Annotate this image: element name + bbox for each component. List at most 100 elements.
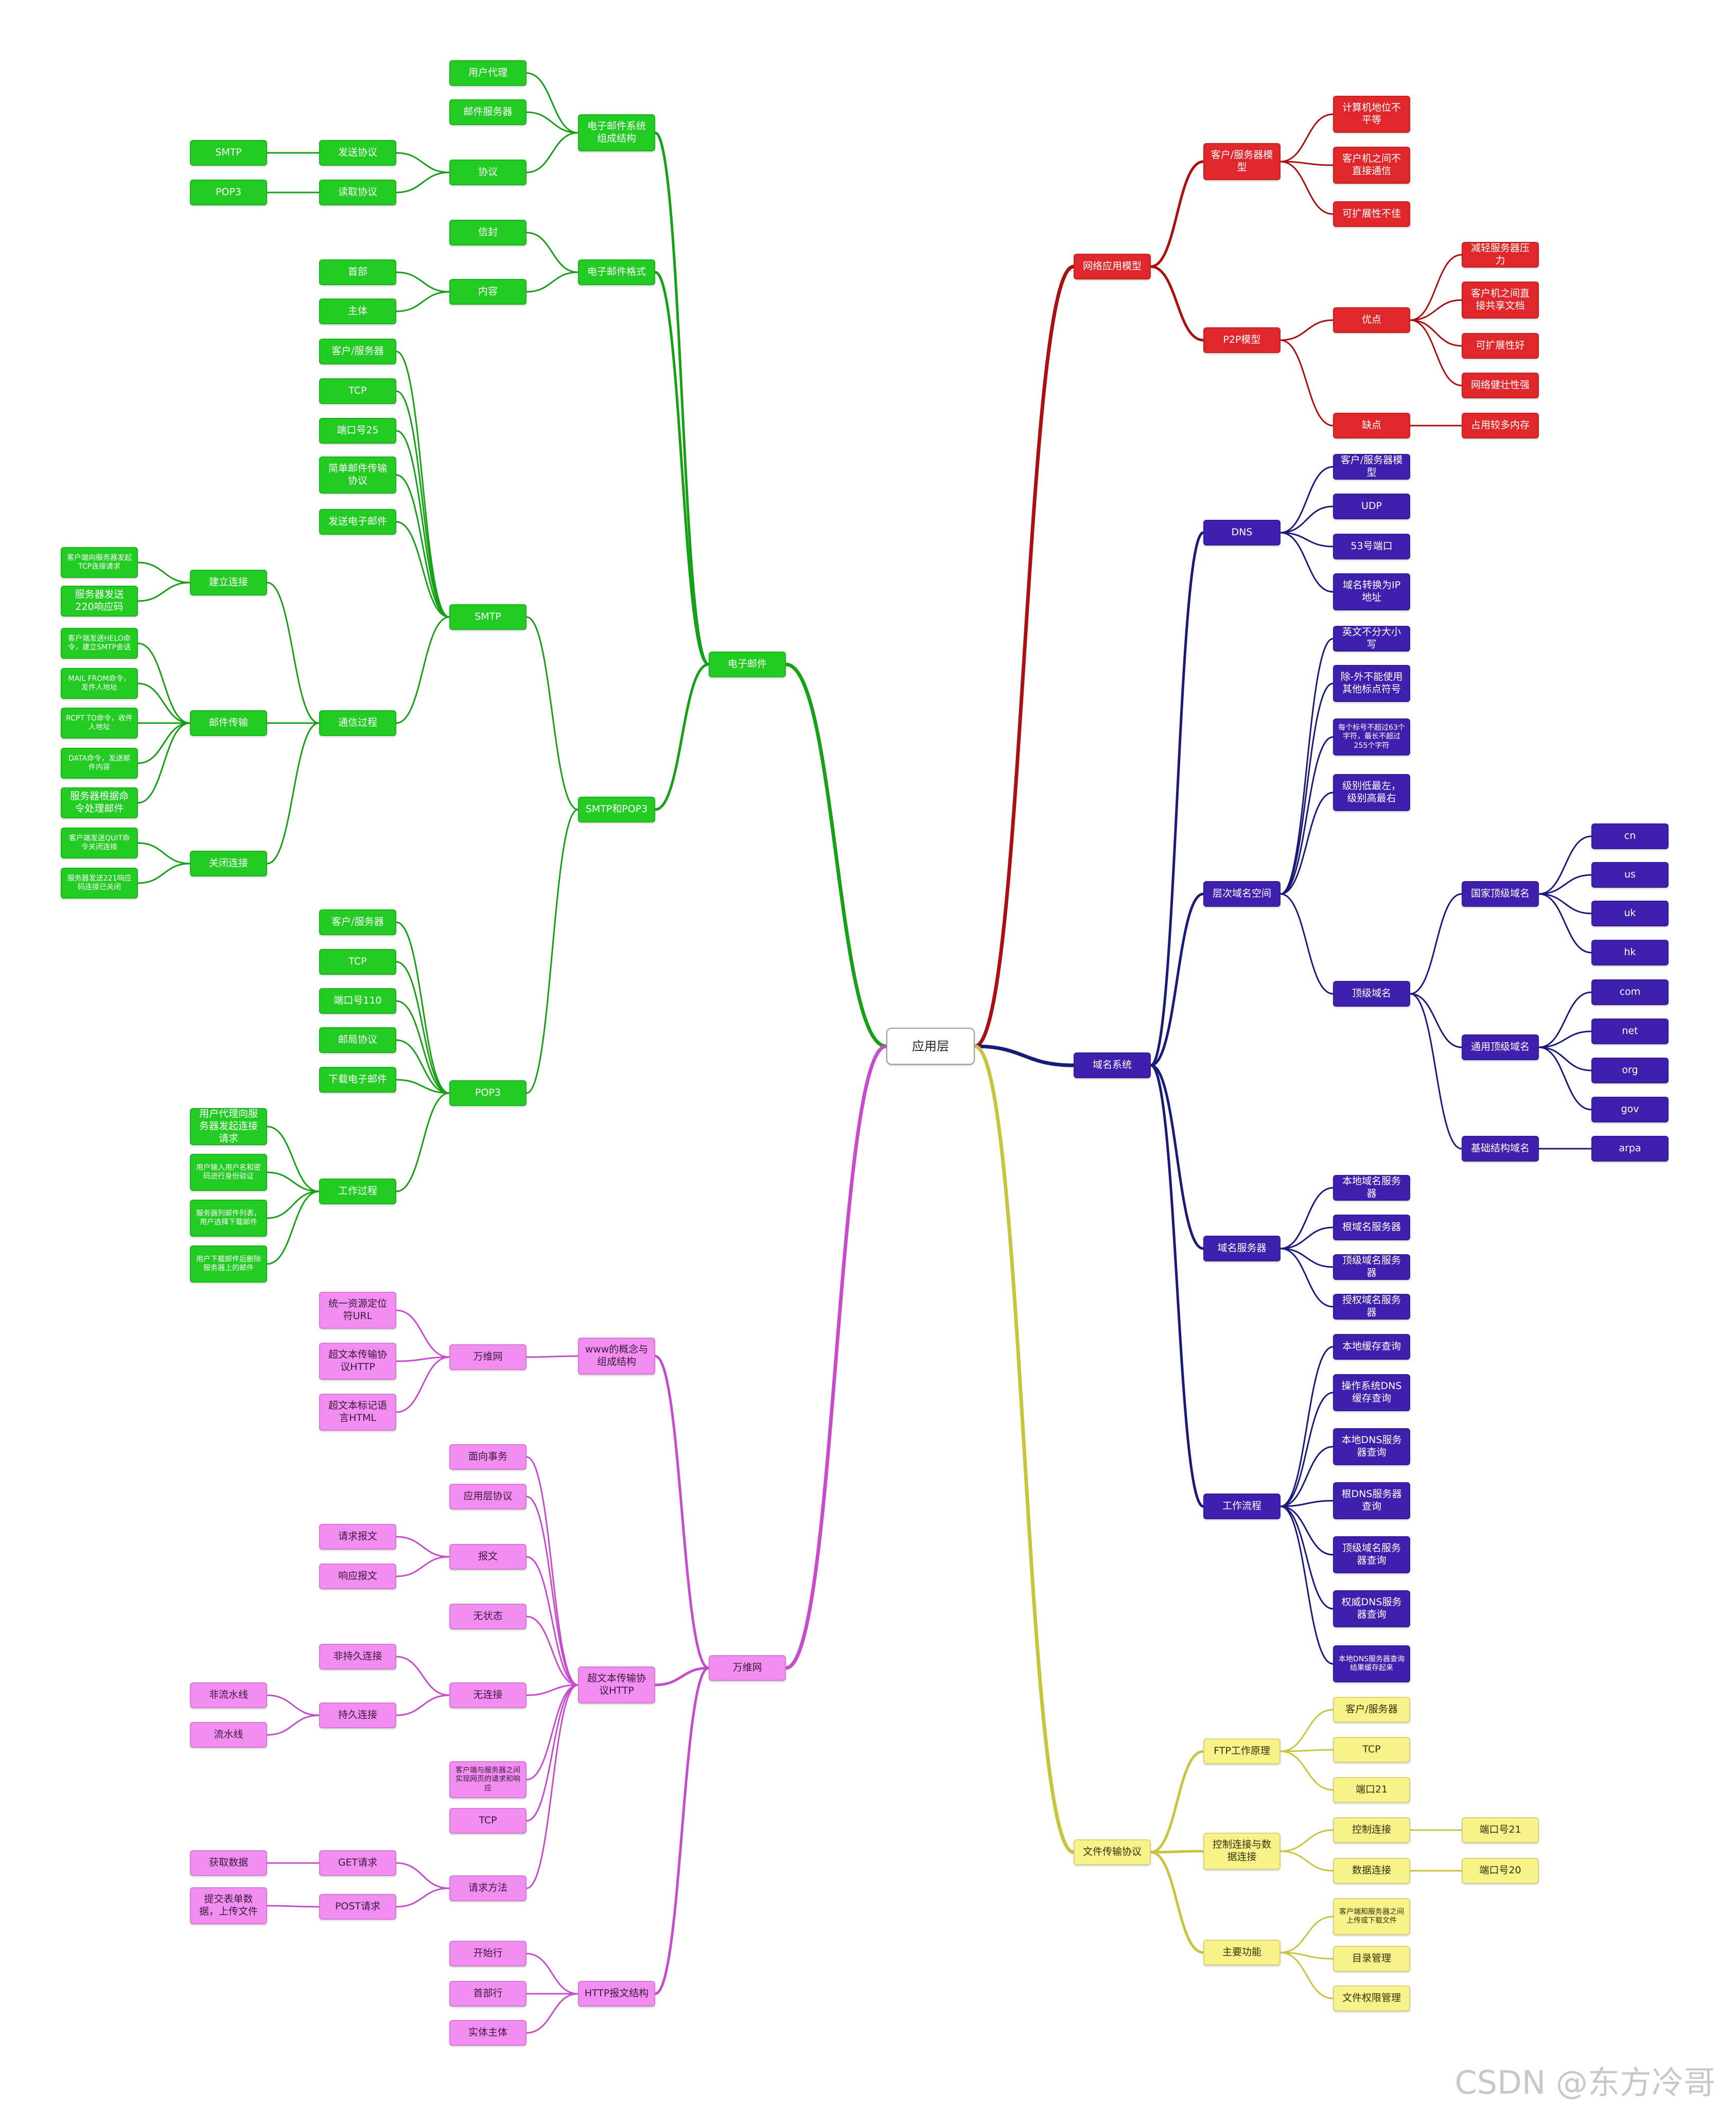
node-inf-arpa[interactable]: arpa — [1591, 1136, 1669, 1162]
node-es-pr[interactable]: 协议 — [449, 160, 527, 185]
node-http-pl[interactable]: 流水线 — [190, 1722, 267, 1748]
node-wk-2[interactable]: 用户输入用户名和密码进行身份验证 — [190, 1154, 267, 1191]
node-mail-3[interactable]: RCPT TO命令，收件人地址 — [61, 708, 138, 739]
node-wf-2[interactable]: 操作系统DNS缓存查询 — [1333, 1374, 1410, 1411]
node-mail[interactable]: 邮件传输 — [190, 710, 267, 736]
node-smtp[interactable]: SMTP — [449, 604, 527, 630]
node-close-1[interactable]: 客户端发送QUIT命令关闭连接 — [61, 828, 138, 858]
node-nm-p2p[interactable]: P2P模型 — [1203, 327, 1281, 353]
node-mail-1[interactable]: 客户端发送HELO命令，建立SMTP会话 — [61, 628, 138, 659]
node-nm-cs2[interactable]: 客户机之间不直接通信 — [1333, 147, 1410, 184]
node-hs-4[interactable]: 级别低最左，级别高最右 — [1333, 774, 1410, 811]
node-close-2[interactable]: 服务器发送221响应码连接已关闭 — [61, 868, 138, 899]
node-gen-com[interactable]: com — [1591, 979, 1669, 1005]
node-http-req[interactable]: 请求报文 — [319, 1524, 396, 1550]
node-smtp-simple[interactable]: 简单邮件传输协议 — [319, 456, 396, 494]
node-ftp-dc1[interactable]: 端口号20 — [1462, 1858, 1539, 1884]
node-nm-adv2[interactable]: 客户机之间直接共享文档 — [1462, 282, 1539, 319]
node-email[interactable]: 电子邮件 — [709, 652, 786, 677]
node-dn[interactable]: 域名系统 — [1074, 1052, 1151, 1078]
node-dns-53[interactable]: 53号端口 — [1333, 534, 1410, 559]
node-mail-5[interactable]: 服务器根据命令处理邮件 — [61, 787, 138, 818]
node-wf-5[interactable]: 顶级域名服务器查询 — [1333, 1536, 1410, 1573]
node-hs[interactable]: 层次域名空间 — [1203, 881, 1281, 907]
node-http-npl[interactable]: 非流水线 — [190, 1682, 267, 1708]
node-es-pop3[interactable]: POP3 — [190, 180, 267, 205]
node-http[interactable]: 超文本传输协议HTTP — [578, 1666, 655, 1703]
node-hm-head[interactable]: 首部行 — [449, 1981, 527, 2007]
node-http-postd[interactable]: 提交表单数据，上传文件 — [190, 1887, 267, 1924]
node-http-res[interactable]: 响应报文 — [319, 1564, 396, 1589]
node-pop3-cs[interactable]: 客户/服务器 — [319, 909, 396, 935]
node-hm-start[interactable]: 开始行 — [449, 1941, 527, 1966]
node-ef-env[interactable]: 信封 — [449, 220, 527, 245]
node-pop3-dl[interactable]: 下载电子邮件 — [319, 1067, 396, 1093]
node-es-read[interactable]: 读取协议 — [319, 180, 396, 205]
node-cc-us[interactable]: us — [1591, 862, 1669, 888]
node-pop3-port[interactable]: 端口号110 — [319, 988, 396, 1014]
node-gen-gov[interactable]: gov — [1591, 1097, 1669, 1122]
node-es-ua[interactable]: 用户代理 — [449, 60, 527, 86]
node-nm-adv4[interactable]: 网络健壮性强 — [1462, 373, 1539, 398]
node-wc-web[interactable]: 万维网 — [449, 1344, 527, 1370]
node-es-ms[interactable]: 邮件服务器 — [449, 99, 527, 125]
node-ftp-w3[interactable]: 端口21 — [1333, 1777, 1410, 1803]
node-ds-2[interactable]: 根域名服务器 — [1333, 1215, 1410, 1240]
node-ftp-dc[interactable]: 数据连接 — [1333, 1858, 1410, 1884]
node-ftp-w1[interactable]: 客户/服务器 — [1333, 1697, 1410, 1723]
node-close[interactable]: 关闭连接 — [190, 851, 267, 876]
node-ftp-f2[interactable]: 目录管理 — [1333, 1946, 1410, 1972]
node-ftp-f[interactable]: 主要功能 — [1203, 1940, 1281, 1965]
node-hm[interactable]: HTTP报文结构 — [578, 1981, 655, 2007]
node-nm-dis1[interactable]: 占用较多内存 — [1462, 413, 1539, 438]
node-http-sl[interactable]: 无状态 — [449, 1604, 527, 1629]
node-nm-adv1[interactable]: 减轻服务器压力 — [1462, 242, 1539, 268]
node-pop3-tcp[interactable]: TCP — [319, 949, 396, 975]
node-http-nc[interactable]: 无连接 — [449, 1682, 527, 1708]
node-http-post[interactable]: POST请求 — [319, 1894, 396, 1920]
node-wf-6[interactable]: 权威DNS服务器查询 — [1333, 1590, 1410, 1627]
node-wf-3[interactable]: 本地DNS服务器查询 — [1333, 1428, 1410, 1465]
node-ef-head[interactable]: 首部 — [319, 259, 396, 285]
node-www[interactable]: 万维网 — [709, 1655, 786, 1681]
node-smtp-send[interactable]: 发送电子邮件 — [319, 509, 396, 535]
node-ftp-c[interactable]: 控制连接与数据连接 — [1203, 1833, 1281, 1870]
node-http-tx[interactable]: 面向事务 — [449, 1444, 527, 1470]
node-wf-4[interactable]: 根DNS服务器查询 — [1333, 1482, 1410, 1519]
node-ds-1[interactable]: 本地域名服务器 — [1333, 1175, 1410, 1201]
node-wf-1[interactable]: 本地缓存查询 — [1333, 1334, 1410, 1360]
node-http-cs[interactable]: 客户端与服务器之间实现网页的请求和响应 — [449, 1761, 527, 1798]
node-hs-3[interactable]: 每个标号不超过63个字符，最长不超过255个字符 — [1333, 718, 1410, 756]
node-wc-url[interactable]: 统一资源定位符URL — [319, 1292, 396, 1329]
node-http-get[interactable]: GET请求 — [319, 1850, 396, 1876]
node-cc[interactable]: 国家顶级域名 — [1462, 881, 1539, 907]
node-pop3[interactable]: POP3 — [449, 1080, 527, 1106]
node-gen-org[interactable]: org — [1591, 1058, 1669, 1083]
node-dns-ip[interactable]: 域名转换为IP地址 — [1333, 573, 1410, 610]
node-sp[interactable]: SMTP和POP3 — [578, 797, 655, 822]
node-wk-1[interactable]: 用户代理向服务器发起连接请求 — [190, 1108, 267, 1145]
node-nm-cs3[interactable]: 可扩展性不佳 — [1333, 201, 1410, 227]
node-nm-cs[interactable]: 客户/服务器模型 — [1203, 143, 1281, 180]
node-gen-net[interactable]: net — [1591, 1018, 1669, 1044]
node-nm-dis[interactable]: 缺点 — [1333, 413, 1410, 438]
node-http-getd[interactable]: 获取数据 — [190, 1850, 267, 1876]
node-cc-uk[interactable]: uk — [1591, 901, 1669, 926]
node-nm-adv3[interactable]: 可扩展性好 — [1462, 333, 1539, 359]
node-cc-cn[interactable]: cn — [1591, 823, 1669, 849]
node-ftp[interactable]: 文件传输协议 — [1074, 1839, 1151, 1865]
node-pop3-pr[interactable]: 邮局协议 — [319, 1027, 396, 1053]
node-es-smtp[interactable]: SMTP — [190, 140, 267, 166]
node-ef[interactable]: 电子邮件格式 — [578, 259, 655, 285]
node-wf[interactable]: 工作流程 — [1203, 1494, 1281, 1519]
node-ds-4[interactable]: 授权域名服务器 — [1333, 1294, 1410, 1320]
node-nm[interactable]: 网络应用模型 — [1074, 254, 1151, 279]
node-ds-3[interactable]: 顶级域名服务器 — [1333, 1254, 1410, 1280]
node-conn[interactable]: 建立连接 — [190, 570, 267, 595]
node-wk-3[interactable]: 服务器列邮件列表，用户选择下载邮件 — [190, 1200, 267, 1237]
node-ftp-cc[interactable]: 控制连接 — [1333, 1817, 1410, 1843]
node-dns[interactable]: DNS — [1203, 520, 1281, 546]
node-ef-con[interactable]: 内容 — [449, 279, 527, 305]
node-wc[interactable]: www的概念与组成结构 — [578, 1338, 655, 1375]
node-ftp-cc1[interactable]: 端口号21 — [1462, 1817, 1539, 1843]
